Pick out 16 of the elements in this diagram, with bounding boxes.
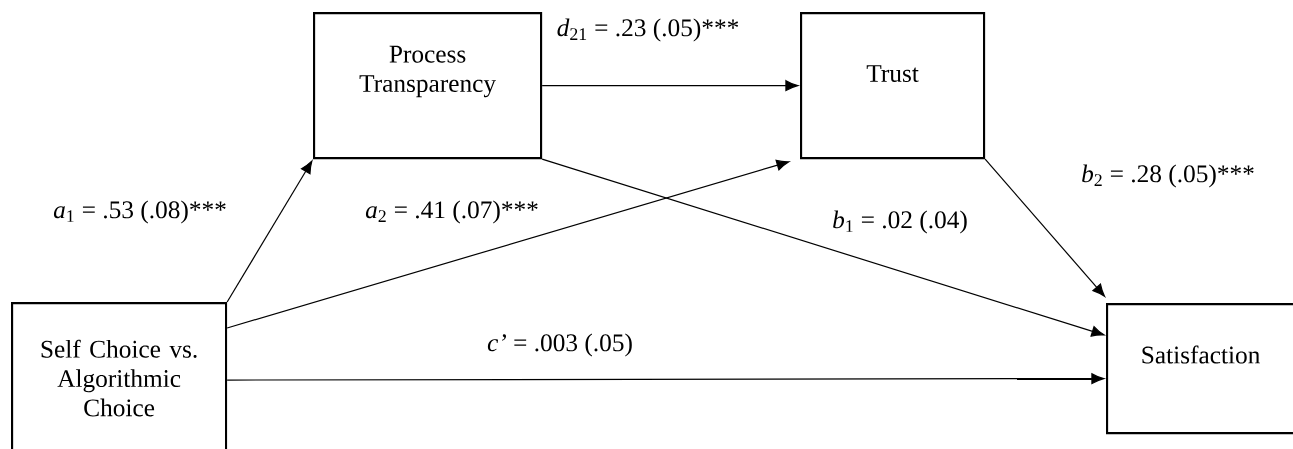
edge-label: d$_{21}$ = .23 (.05)*** bbox=[555, 17, 741, 43]
variable-box: Self Choice vs. Algorithmic Choice bbox=[11, 302, 228, 449]
arrow bbox=[226, 159, 790, 329]
edge-label: a$_{2}$ = .41 (.07)*** bbox=[363, 199, 541, 225]
arrow bbox=[226, 373, 1105, 385]
variable-box: Trust bbox=[800, 12, 986, 160]
variable-box: Process Transparency bbox=[313, 12, 543, 160]
edge-label: b$_{2}$ = .28 (.05)*** bbox=[1079, 163, 1257, 189]
arrow bbox=[984, 158, 1106, 297]
arrow bbox=[541, 158, 1105, 337]
edge-label: b$_{1}$ = .02 (.04) bbox=[830, 209, 970, 235]
arrow bbox=[541, 80, 799, 92]
variable-box: Satisfaction bbox=[1106, 303, 1293, 435]
edge-label: a$_{1}$ = .53 (.08)*** bbox=[51, 199, 229, 225]
arrow bbox=[226, 160, 313, 303]
edge-label: c’ = .003 (.05) bbox=[485, 332, 635, 358]
